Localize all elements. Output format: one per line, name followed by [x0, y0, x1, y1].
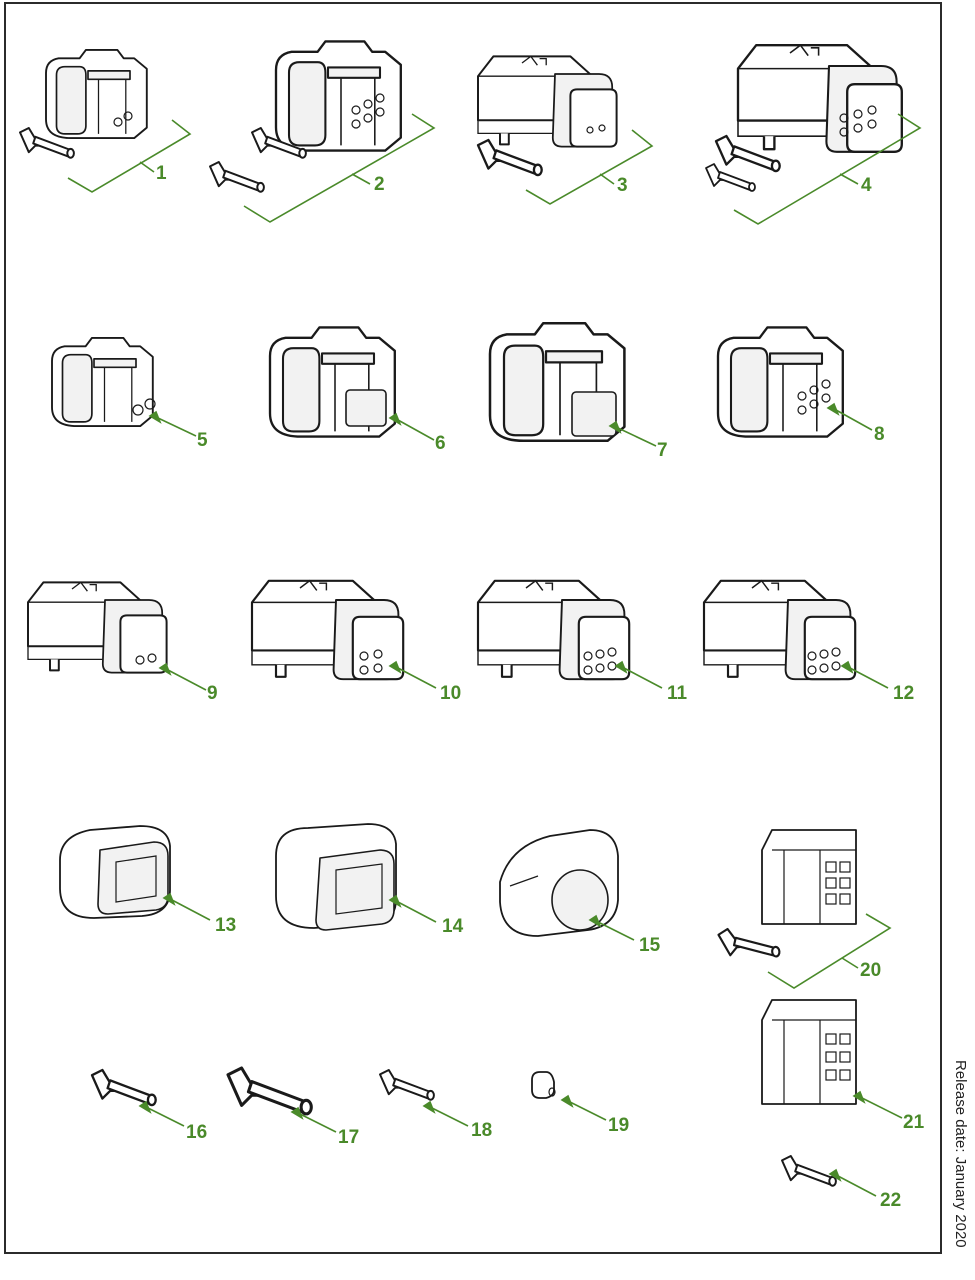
part-8-receptacle [716, 326, 844, 438]
callout-15: 15 [639, 935, 661, 956]
part-16-pin [90, 1068, 157, 1107]
bracket-3 [525, 129, 654, 205]
callout-2: 2 [374, 174, 385, 195]
drawing-frame [4, 2, 942, 1254]
part-10-plug [250, 579, 405, 681]
callout-18: 18 [471, 1120, 492, 1141]
part-6-receptacle [268, 326, 396, 438]
part-7-receptacle [488, 321, 626, 443]
callout-4: 4 [861, 175, 872, 196]
part-13-seal-housing [59, 825, 171, 919]
bracket-4 [733, 113, 922, 225]
callout-6: 6 [435, 433, 446, 454]
part-14-seal-housing [275, 823, 397, 931]
part-19-seal [531, 1071, 556, 1099]
leader-arrows [138, 402, 903, 1197]
release-date-text: Release date: January 2020 [952, 1060, 969, 1248]
callout-14: 14 [442, 916, 464, 937]
callout-3: 3 [617, 175, 628, 196]
callout-8: 8 [874, 424, 885, 445]
callout-11: 11 [667, 683, 688, 704]
callout-10: 10 [440, 683, 461, 704]
callout-9: 9 [207, 683, 218, 704]
callout-5: 5 [197, 430, 208, 451]
part-21-header [761, 999, 857, 1105]
part-18-pin [379, 1069, 435, 1101]
part-20-header [716, 829, 857, 964]
callout-12: 12 [893, 683, 914, 704]
callout-13: 13 [215, 915, 236, 936]
bracket-1 [67, 119, 192, 193]
part-17-terminal [226, 1066, 313, 1116]
callout-7: 7 [657, 440, 668, 461]
part-1-receptacle [19, 48, 148, 159]
part-4-plug [705, 44, 903, 192]
callout-21: 21 [903, 1112, 925, 1133]
part-9-plug [27, 581, 168, 674]
callout-20: 20 [860, 960, 881, 981]
part-12-plug [702, 579, 857, 681]
bracket-20 [767, 913, 892, 989]
part-22-terminal [781, 1155, 837, 1187]
part-11-plug [476, 579, 631, 681]
callout-16: 16 [186, 1122, 207, 1143]
bracket-2 [243, 113, 436, 223]
callout-17: 17 [338, 1127, 359, 1148]
part-2-receptacle [209, 40, 402, 193]
part-5-receptacle [51, 336, 156, 428]
part-15-cap [499, 829, 619, 937]
callout-19: 19 [608, 1115, 629, 1136]
callout-22: 22 [880, 1190, 901, 1211]
release-date-label: Release date: January 2020 [952, 1060, 969, 1248]
callout-1: 1 [156, 163, 167, 184]
part-3-plug [476, 55, 618, 177]
